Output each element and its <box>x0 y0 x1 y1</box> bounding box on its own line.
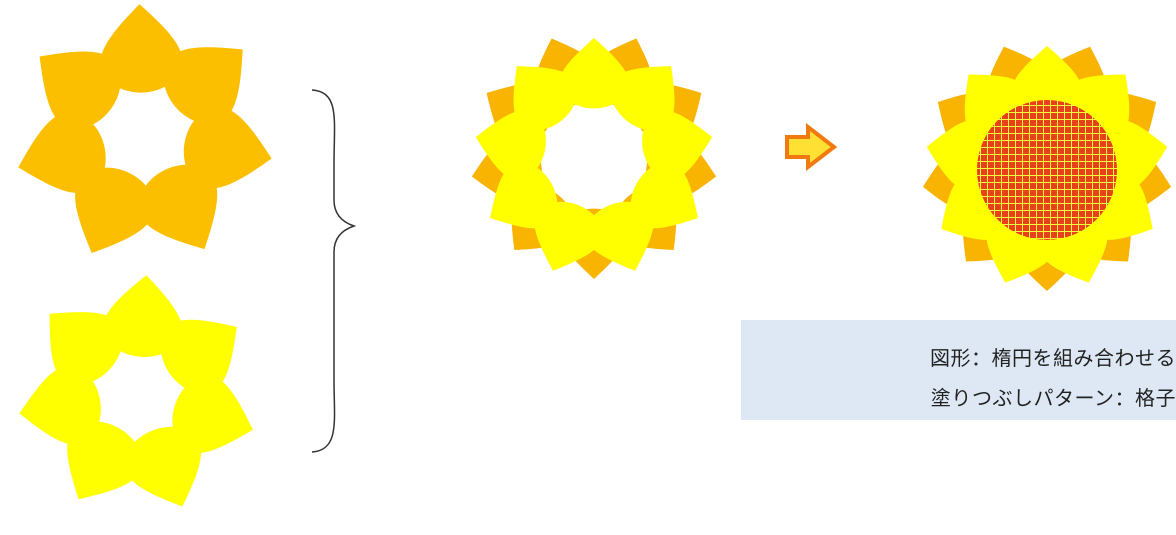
yellow-petal-4 <box>124 426 202 507</box>
orange-petal-4 <box>138 164 218 250</box>
orange-petal-3 <box>183 107 272 189</box>
orange-petal-ring <box>18 4 272 254</box>
combined-yellow-petal-3 <box>642 110 713 181</box>
combined-yellow-petal-5 <box>585 201 654 271</box>
orange-petal-7 <box>39 51 121 129</box>
final-yellow-petal-1 <box>1011 46 1083 115</box>
caption-box: 図形：楕円を組み合わせる 塗りつぶしパターン：格子 <box>741 320 1176 420</box>
orange-petal-6 <box>18 112 106 193</box>
yellow-petal-6 <box>19 365 101 445</box>
orange-petal-5 <box>75 167 155 254</box>
combined-petal-ring <box>471 38 717 279</box>
sunflower-center-grid <box>977 100 1117 240</box>
combined-yellow-petal-9 <box>513 66 578 131</box>
caption-line-1: 図形：楕円を組み合わせる <box>930 346 1176 370</box>
right-arrow-icon <box>785 122 838 172</box>
curly-brace <box>311 89 357 453</box>
yellow-petal-2 <box>160 319 237 394</box>
yellow-petal-ring <box>19 275 253 507</box>
orange-petal-2 <box>163 47 243 124</box>
caption-line-2: 塗りつぶしパターン：格子 <box>930 386 1176 410</box>
orange-petal-1 <box>100 4 183 93</box>
yellow-petal-7 <box>49 312 123 385</box>
combined-yellow-petal-7 <box>490 162 558 229</box>
